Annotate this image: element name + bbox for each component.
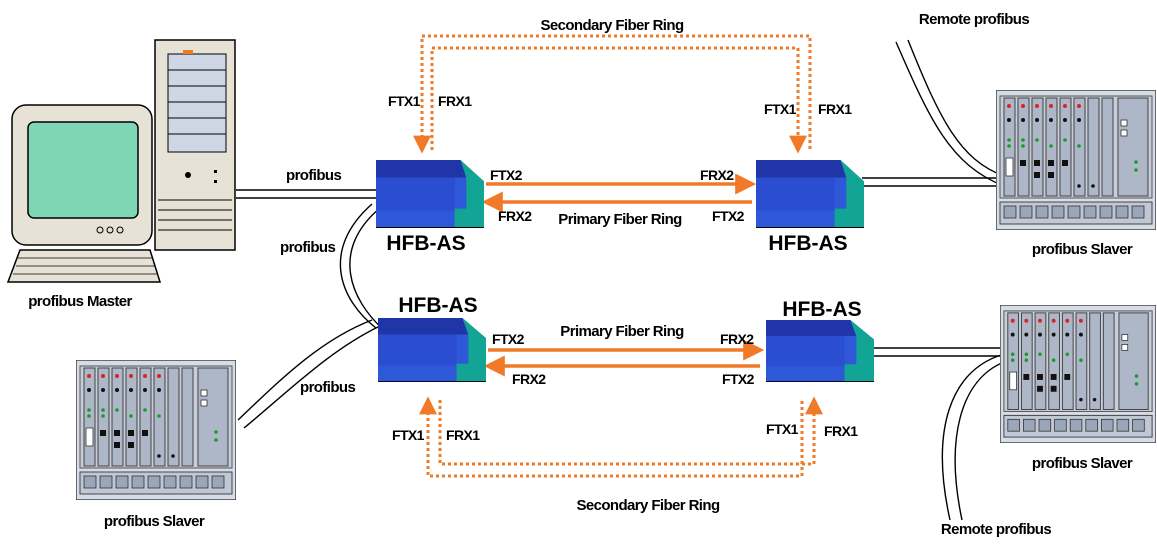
hfb-as-label: HFB-AS [768,232,847,255]
port-label-ftx2: FTX2 [722,371,755,387]
profibus-master-label: profibus Master [28,293,132,310]
hfb-device-icon [376,160,484,228]
profibus-slaver-label: profibus Slaver [1032,455,1133,472]
port-label-frx2: FRX2 [512,371,546,387]
port-label-frx1: FRX1 [438,93,472,109]
profibus-cables [236,39,1005,521]
port-label-frx2: FRX2 [720,331,754,347]
primary-fiber-ring-bottom [483,339,765,377]
hfb-device-icon [766,320,874,382]
profibus-slaver-rack-icon [996,90,1156,230]
profibus-slaver-label: profibus Slaver [104,513,205,530]
hfb-device-icon [378,318,486,382]
hfb-device-icon [756,160,864,228]
secondary-fiber-ring-top [413,34,812,154]
hfb-as-label: HFB-AS [782,298,861,321]
port-label-ftx1: FTX1 [766,421,799,437]
port-label-frx2: FRX2 [700,167,734,183]
primary-fiber-ring-label: Primary Fiber Ring [560,323,684,340]
profibus-cable-label: profibus [300,379,355,396]
profibus-cable-label: profibus [286,167,341,184]
profibus-slaver-rack-icon [76,360,236,500]
secondary-fiber-ring-bottom [419,396,823,478]
profibus-master-computer-icon [6,39,236,283]
hfb-as-label: HFB-AS [398,294,477,317]
secondary-fiber-ring-label: Secondary Fiber Ring [540,17,683,34]
primary-fiber-ring-label: Primary Fiber Ring [558,211,682,228]
remote-profibus-label: Remote profibus [919,11,1029,28]
port-label-frx1: FRX1 [818,101,852,117]
port-label-ftx1: FTX1 [392,427,425,443]
port-label-frx1: FRX1 [824,423,858,439]
profibus-cable-label: profibus [280,239,335,256]
primary-fiber-ring-top [481,173,757,213]
port-label-frx2: FRX2 [498,208,532,224]
secondary-fiber-ring-label: Secondary Fiber Ring [576,497,719,514]
port-label-ftx1: FTX1 [388,93,421,109]
port-label-ftx2: FTX2 [490,167,523,183]
profibus-slaver-rack-icon [1000,305,1156,443]
port-label-ftx1: FTX1 [764,101,797,117]
port-label-frx1: FRX1 [446,427,480,443]
remote-profibus-label: Remote profibus [941,521,1051,538]
hfb-as-label: HFB-AS [386,232,465,255]
port-label-ftx2: FTX2 [492,331,525,347]
profibus-slaver-label: profibus Slaver [1032,241,1133,258]
port-label-ftx2: FTX2 [712,208,745,224]
